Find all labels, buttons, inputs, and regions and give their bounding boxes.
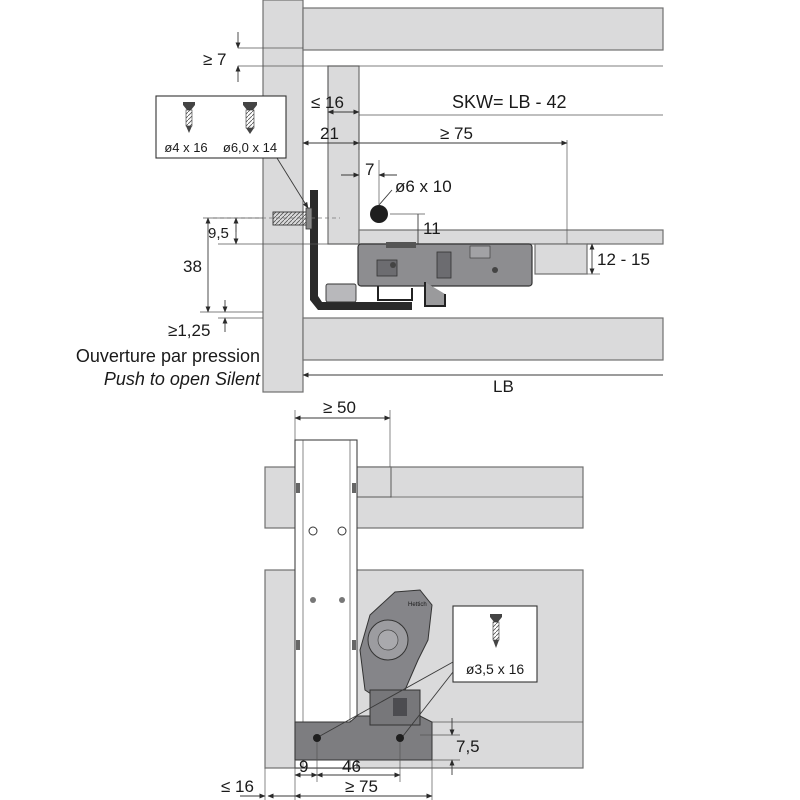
dim-min-7: ≥ 7: [203, 32, 303, 82]
dim-max-16-bottom: ≤ 16: [221, 768, 295, 800]
top-view: ø4 x 16 ø6,0 x 14 ≥ 7 ≤ 16 SKW= LB - 42 …: [76, 0, 664, 396]
dim-12-15: 12 - 15: [587, 243, 650, 275]
side-panel-screw: [272, 207, 313, 230]
svg-text:≥ 75: ≥ 75: [440, 124, 473, 143]
screw-label-6x14: ø6,0 x 14: [223, 140, 277, 155]
screw-4x16-icon: [183, 102, 195, 133]
svg-text:≥ 75: ≥ 75: [345, 777, 378, 796]
svg-text:38: 38: [183, 257, 202, 276]
side-spacer-block: [534, 243, 588, 275]
bracket-hole-right: [396, 734, 404, 742]
dim-7: 7: [341, 160, 397, 205]
dim-lb: LB: [302, 372, 663, 396]
dim-9-5: 9,5: [203, 217, 358, 245]
svg-text:21: 21: [320, 124, 339, 143]
hole-label: ø6 x 10: [395, 177, 452, 196]
screw-box-side: ø3,5 x 16: [319, 605, 538, 737]
skw-label: SKW= LB - 42: [452, 92, 567, 112]
svg-text:46: 46: [342, 757, 361, 776]
svg-text:LB: LB: [493, 377, 514, 396]
bracket-clip: [325, 283, 357, 303]
dim-21: 21: [302, 112, 360, 150]
screw-3-5x16-icon: [490, 614, 502, 648]
screw-leader-right: [402, 671, 454, 737]
drawer-front-panel: [327, 65, 360, 245]
brand-logo-text: Hettich: [408, 602, 427, 608]
dim-7-5: 7,5: [420, 718, 480, 775]
svg-text:9: 9: [299, 757, 308, 776]
svg-text:7,5: 7,5: [456, 737, 480, 756]
vertical-rail: [294, 439, 358, 769]
svg-text:11: 11: [423, 219, 441, 238]
svg-text:≥1,25: ≥1,25: [168, 321, 210, 340]
caption-french: Ouverture par pression: [76, 346, 260, 366]
svg-text:7: 7: [365, 160, 374, 179]
bracket-hole-left: [313, 734, 321, 742]
dim-max-16: ≤ 16: [311, 66, 360, 120]
screw-leader: [271, 149, 309, 209]
svg-text:12 - 15: 12 - 15: [597, 250, 650, 269]
dim-min-75-bottom: ≥ 75: [294, 760, 433, 800]
screw-leader-left: [319, 661, 454, 737]
svg-text:≥ 50: ≥ 50: [323, 398, 356, 417]
dim-min-1-25: ≥1,25: [168, 300, 263, 340]
screw-label-4x16: ø4 x 16: [164, 140, 207, 155]
side-view: Hettich ø3,5 x 16 ≥ 50: [221, 398, 584, 800]
screw-box-top: ø4 x 16 ø6,0 x 14: [155, 95, 287, 159]
dim-38: 38: [183, 217, 263, 313]
bottom-bracket-plate: [294, 715, 433, 761]
caption-english: Push to open Silent: [104, 369, 261, 389]
svg-text:≥ 7: ≥ 7: [203, 50, 227, 69]
top-board: [302, 7, 664, 51]
front-stile-block: [356, 466, 392, 498]
svg-text:≤ 16: ≤ 16: [311, 93, 344, 112]
hole-dot: [370, 205, 388, 223]
dim-min-75-top: ≥ 75: [359, 124, 568, 244]
screw-6x14-icon: [243, 102, 257, 134]
screw-label-3-5x16: ø3,5 x 16: [466, 661, 525, 677]
cabinet-side-panel: [262, 0, 304, 393]
bottom-board: [302, 317, 664, 361]
runner-mechanism: [357, 242, 533, 307]
dim-46: 46: [316, 742, 401, 782]
drawer-bottom-board: [358, 229, 664, 245]
dim-min-50: ≥ 50: [294, 398, 391, 467]
hole-leader: [378, 189, 393, 206]
svg-text:9,5: 9,5: [208, 225, 229, 242]
push-to-open-unit: Hettich: [359, 589, 433, 726]
dim-11: 11: [390, 213, 441, 244]
svg-text:≤ 16: ≤ 16: [221, 777, 254, 796]
